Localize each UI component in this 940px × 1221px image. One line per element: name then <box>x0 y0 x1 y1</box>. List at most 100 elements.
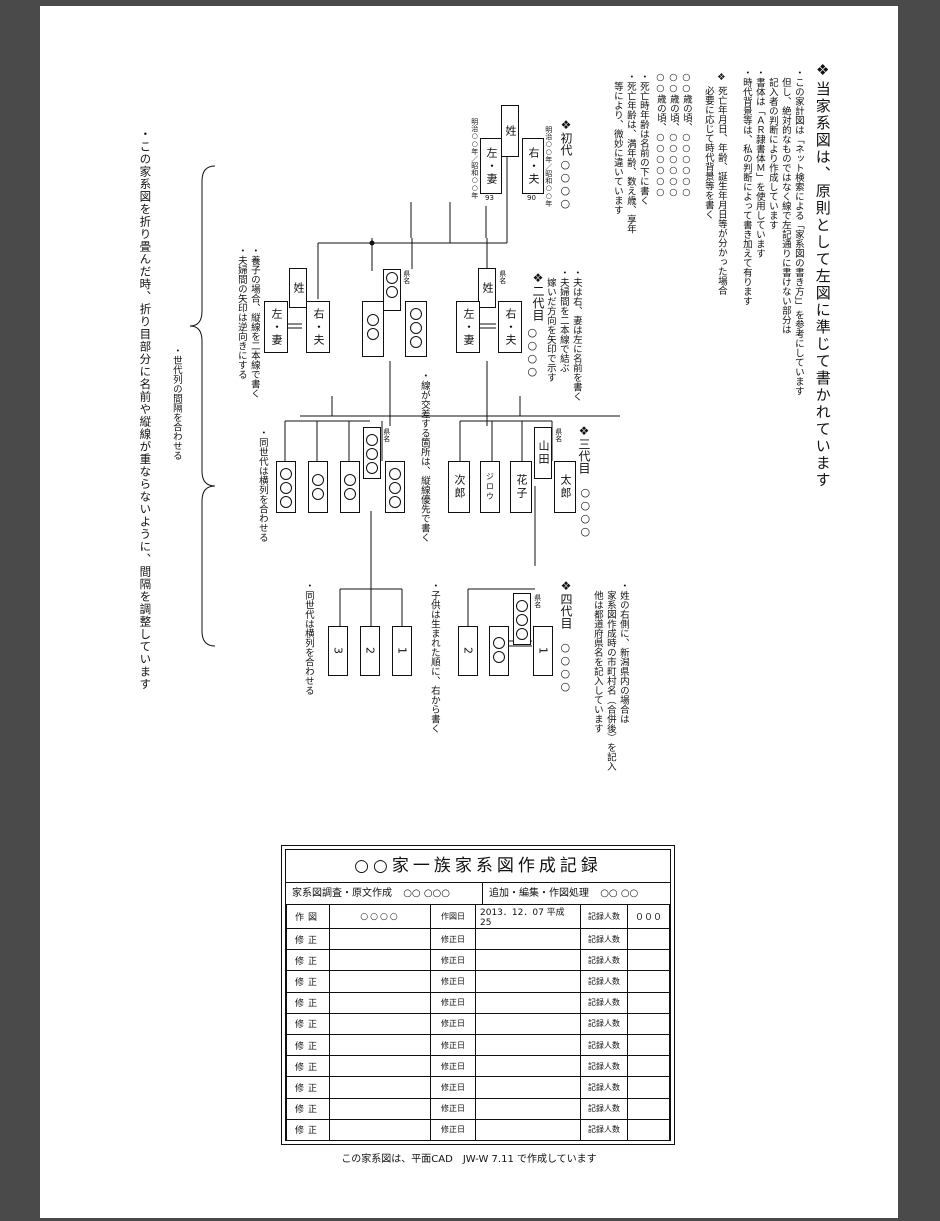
hanako-box: 花子 <box>510 461 532 513</box>
row-label: 修正 <box>286 1118 330 1141</box>
row-date-label: 修正日 <box>430 1097 476 1120</box>
annotation-8: ・世代列の間隔を合わせる <box>170 346 182 460</box>
flower-mark-icon: ❖ <box>813 61 832 81</box>
age-note-3: 等により、微妙に違いています <box>611 72 623 215</box>
annotation-13: 他は都道府県名を記入しています <box>591 581 603 734</box>
row-count <box>627 1118 670 1141</box>
row-date <box>475 970 581 993</box>
husband-box-gen1: 右・夫 <box>522 138 544 194</box>
surname-box-gen1: 姓 <box>501 105 519 157</box>
row-name <box>329 927 431 951</box>
row-count <box>627 949 670 972</box>
row-count <box>627 1076 670 1099</box>
row-name <box>329 1055 431 1078</box>
age-line-1: ○○歳の頃、○○○○○○ <box>680 72 692 198</box>
survey-value: ○○ ○○○ <box>403 888 450 899</box>
header-note-2: 但し、絶対的なものではなく線で左記通りに書けない部分は <box>779 68 791 335</box>
record-row: 修正修正日記録人数 <box>286 991 670 1014</box>
taro-box: 太郎 <box>554 461 576 513</box>
row-label: 修正 <box>286 1097 330 1120</box>
pref-box-gen3 <box>363 427 381 479</box>
row-date <box>475 1033 581 1057</box>
row-date <box>475 1012 581 1035</box>
row-count-label: 記録人数 <box>580 927 628 951</box>
header-note-4: ・書体は「ＡＲ隷書体Ｍ」を使用しています <box>753 68 765 258</box>
row-date-label: 修正日 <box>430 949 476 972</box>
death-note-2: 必要に応じて時代背景等を書く <box>702 86 714 219</box>
annotation-1: ・夫は右、妻は左に名前を書く <box>570 268 582 401</box>
row-count <box>627 927 670 951</box>
record-row: 修正修正日記録人数 <box>286 1097 670 1120</box>
record-table: ○○家一族家系図作成記録 家系図調査・原文作成 ○○ ○○○ 追加・編集・作図処… <box>281 845 675 1145</box>
pref-label-gen2c: 県名 <box>498 270 507 284</box>
flower-mark-icon: ❖ <box>531 271 545 285</box>
row-name: ○○○○ <box>329 904 431 929</box>
annotation-3: 嫁いだ方向を矢印で示す <box>544 268 556 383</box>
annotation-5: ・夫婦間の矢印は逆向きにする <box>235 246 247 379</box>
generation-label-4: ❖四代目 <box>559 579 573 629</box>
row-name <box>329 1097 431 1120</box>
wife-box-gen2a: 左・妻 <box>264 301 288 353</box>
record-row: 修正修正日記録人数 <box>286 1033 670 1057</box>
annotation-2: ・夫婦間を二本線で結ぶ <box>557 268 569 373</box>
generation-placeholder-1: ○○○○ <box>558 158 572 210</box>
generation-label-3: ❖三代目 <box>577 424 591 474</box>
record-row: 修正修正日記録人数 <box>286 1118 670 1141</box>
wife-box-gen2c: 左・妻 <box>456 301 480 353</box>
edit-value: ○○ ○○ <box>600 888 639 899</box>
row-date-label: 修正日 <box>430 1012 476 1035</box>
row-label: 修正 <box>286 1076 330 1099</box>
row-count: ０００ <box>627 904 670 929</box>
age-line-3: ○○歳の頃、○○○○○○ <box>654 72 666 198</box>
pref-box-gen2b <box>383 269 401 311</box>
generation-placeholder-4: ○○○○ <box>558 641 572 693</box>
annotation-10: ・同世代は横列を合わせる <box>302 581 314 695</box>
row-count-label: 記録人数 <box>580 1118 628 1141</box>
row-label: 作図 <box>286 904 330 929</box>
edit-label: 追加・編集・作図処理 <box>489 888 589 899</box>
row-label: 修正 <box>286 1012 330 1035</box>
wife-dates-gen1: 明治○○年／昭和○○年 <box>470 118 479 199</box>
record-row: 修正修正日記録人数 <box>286 1076 670 1099</box>
record-row: 修正修正日記録人数 <box>286 949 670 972</box>
row-count-label: 記録人数 <box>580 1033 628 1057</box>
jiro-box: 次郎 <box>448 461 470 513</box>
row-date <box>475 1055 581 1078</box>
annotation-4: ・養子の場合、縦線を二本線で書く <box>248 246 260 398</box>
age-note-2: ・死亡年齢は、満年齢、数え歳、享年 <box>624 72 636 234</box>
row-date <box>475 1076 581 1099</box>
row-name <box>329 970 431 993</box>
child-box-gen2b <box>362 301 384 357</box>
header-note-5: ・時代背景等は、私の判断によって書き加えて有ります <box>740 68 752 306</box>
child-box-gen3-3 <box>340 461 360 513</box>
footer-note: この家系図は、平面CAD JW-W 7.11 で作成しています <box>341 1154 597 1165</box>
row-count <box>627 1012 670 1035</box>
row-count <box>627 991 670 1014</box>
annotation-12: 家系図作成時の市町村名（合併後）を記入 <box>604 581 616 772</box>
row-count <box>627 1055 670 1078</box>
header-note-1: ・この家計図は「ネット検索による「家系図の書き方」」を参考にしています <box>792 68 804 396</box>
row-name <box>329 1076 431 1099</box>
page-title: ❖当家系図は、原則として左図に準じて書かれています <box>813 61 832 489</box>
family-tree-lines <box>189 153 620 647</box>
generation-label-1: ❖初代 <box>559 118 573 156</box>
row-date <box>475 927 581 951</box>
survey-label: 家系図調査・原文作成 <box>292 888 392 899</box>
annotation-6: ・線が交差する箇所は、縦線優先で書く <box>418 371 430 542</box>
fold-annotation: ・この家系図を折り畳んだ時、折り目部分に名前や縦線が重ならないように、間隔を調整… <box>138 128 153 691</box>
row-count-label: 記録人数 <box>580 1055 628 1078</box>
child-box-gen3-2 <box>308 461 328 513</box>
row-name <box>329 1118 431 1141</box>
generation-placeholder-2: ○○○○ <box>525 326 539 378</box>
row-date-label: 修正日 <box>430 927 476 951</box>
row-date-label: 修正日 <box>430 991 476 1014</box>
spouse-box-gen2b <box>405 301 427 357</box>
row-name <box>329 1012 431 1035</box>
row-date-label: 修正日 <box>430 970 476 993</box>
child-box-gen4-3: 3 <box>328 626 348 676</box>
generation-placeholder-3: ○○○○ <box>578 486 592 538</box>
pref-label-gen4: 県名 <box>533 594 542 608</box>
row-count <box>627 1033 670 1057</box>
